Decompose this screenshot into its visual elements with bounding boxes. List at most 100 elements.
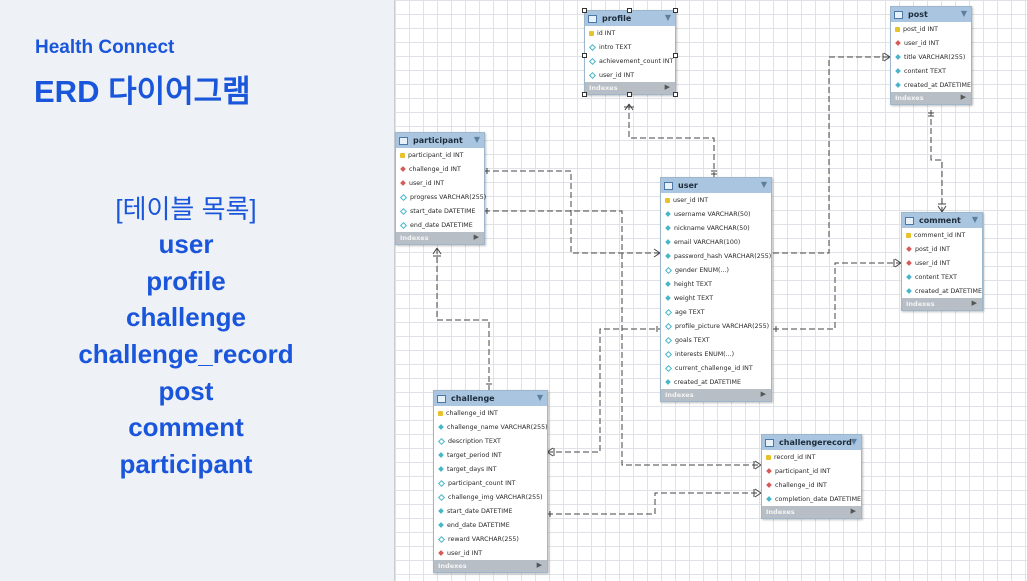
column-row[interactable]: content TEXT	[902, 270, 982, 284]
column-row[interactable]: current_challenge_id INT	[661, 361, 771, 375]
column-row[interactable]: challenge_name VARCHAR(255)	[434, 420, 548, 434]
column-row[interactable]: content TEXT	[891, 64, 971, 78]
column-row[interactable]: start_date DATETIME	[434, 504, 547, 518]
column-row[interactable]: interests ENUM(...)	[661, 347, 771, 361]
column-row[interactable]: participant_count INT	[434, 476, 547, 490]
column-row[interactable]: challenge_id INT	[762, 478, 861, 492]
column-row[interactable]: participant_id INT	[762, 464, 861, 478]
column-row[interactable]: user_id INT	[396, 176, 484, 190]
selection-handle[interactable]	[673, 53, 678, 58]
column-row[interactable]: user_id INT	[585, 68, 675, 82]
column-row[interactable]: target_period INT	[434, 448, 547, 462]
column-row[interactable]: target_days INT	[434, 462, 547, 476]
expand-arrow-icon[interactable]: ▶	[971, 299, 977, 307]
table-header[interactable]: user▼	[661, 178, 771, 193]
column-row[interactable]: start_date DATETIME	[396, 204, 484, 218]
indexes-footer[interactable]: Indexes▶	[891, 92, 971, 104]
column-row[interactable]: created_at DATETIME	[891, 78, 971, 92]
crowfoot-icon	[711, 170, 717, 175]
column-row[interactable]: title VARCHAR(255)	[891, 50, 971, 64]
column-row[interactable]: participant_id INT	[396, 148, 484, 162]
table-header[interactable]: comment▼	[902, 213, 982, 228]
chevron-down-icon[interactable]: ▼	[850, 437, 857, 446]
selection-handle[interactable]	[673, 92, 678, 97]
chevron-down-icon[interactable]: ▼	[960, 9, 967, 18]
chevron-down-icon[interactable]: ▼	[664, 13, 671, 22]
selection-handle[interactable]	[582, 8, 587, 13]
column-row[interactable]: goals TEXT	[661, 333, 771, 347]
selection-handle[interactable]	[582, 92, 587, 97]
column-label: start_date DATETIME	[447, 507, 513, 515]
column-row[interactable]: user_id INT	[902, 256, 982, 270]
column-row[interactable]: reward VARCHAR(255)	[434, 532, 547, 546]
column-row[interactable]: record_id INT	[762, 450, 861, 464]
selection-handle[interactable]	[627, 92, 632, 97]
column-row[interactable]: achievement_count INT	[585, 54, 675, 68]
expand-arrow-icon[interactable]: ▶	[760, 390, 766, 398]
column-icon	[437, 493, 446, 501]
indexes-footer[interactable]: Indexes▶	[762, 506, 861, 518]
column-row[interactable]: height TEXT	[661, 277, 771, 291]
table-challenge[interactable]: challenge▼ challenge_id INT challenge_na…	[433, 390, 548, 573]
chevron-down-icon[interactable]: ▼	[536, 393, 543, 402]
expand-arrow-icon[interactable]: ▶	[960, 93, 966, 101]
table-header[interactable]: profile▼	[585, 11, 675, 26]
indexes-footer[interactable]: Indexes▶	[902, 298, 982, 310]
column-row[interactable]: challenge_id INT	[434, 406, 547, 420]
column-row[interactable]: email VARCHAR(100)	[661, 235, 771, 249]
table-challengerecord[interactable]: challengerecord▼ record_id INT participa…	[761, 434, 862, 519]
chevron-down-icon[interactable]: ▼	[760, 180, 767, 189]
indexes-footer[interactable]: Indexes▶	[396, 232, 484, 244]
column-row[interactable]: challenge_img VARCHAR(255)	[434, 490, 547, 504]
table-comment[interactable]: comment▼ comment_id INT post_id INT user…	[901, 212, 983, 311]
expand-arrow-icon[interactable]: ▶	[536, 561, 542, 569]
column-row[interactable]: comment_id INT	[902, 228, 982, 242]
expand-arrow-icon[interactable]: ▶	[850, 507, 856, 515]
column-row[interactable]: nickname VARCHAR(50)	[661, 221, 771, 235]
indexes-footer[interactable]: Indexes▶	[434, 560, 547, 572]
column-row[interactable]: progress VARCHAR(255)	[396, 190, 486, 204]
expand-arrow-icon[interactable]: ▶	[664, 83, 670, 91]
column-row[interactable]: description TEXT	[434, 434, 547, 448]
column-row[interactable]: post_id INT	[902, 242, 982, 256]
table-header[interactable]: post▼	[891, 7, 971, 22]
column-row[interactable]: age TEXT	[661, 305, 771, 319]
rel-challenge-user	[547, 328, 660, 453]
column-row[interactable]: id INT	[585, 26, 675, 40]
table-participant[interactable]: participant▼ participant_id INT challeng…	[395, 132, 486, 245]
chevron-down-icon[interactable]: ▼	[473, 135, 480, 144]
selection-handle[interactable]	[627, 8, 632, 13]
expand-arrow-icon[interactable]: ▶	[473, 233, 479, 241]
column-row[interactable]: post_id INT	[891, 22, 971, 36]
column-row[interactable]: gender ENUM(...)	[661, 263, 771, 277]
table-user[interactable]: user▼ user_id INT username VARCHAR(50) n…	[660, 177, 772, 402]
column-row[interactable]: created_at DATETIME	[902, 284, 982, 298]
foreign-key-icon	[906, 260, 912, 266]
indexes-footer[interactable]: Indexes▶	[585, 82, 675, 94]
column-row[interactable]: challenge_id INT	[396, 162, 484, 176]
column-row[interactable]: intro TEXT	[585, 40, 675, 54]
table-header[interactable]: challengerecord▼	[762, 435, 861, 450]
column-row[interactable]: end_date DATETIME	[396, 218, 484, 232]
selection-handle[interactable]	[582, 53, 587, 58]
column-icon	[895, 82, 901, 88]
column-row[interactable]: end_date DATETIME	[434, 518, 547, 532]
column-row[interactable]: profile_picture VARCHAR(255)	[661, 319, 771, 333]
column-row[interactable]: weight TEXT	[661, 291, 771, 305]
column-row[interactable]: completion_date DATETIME	[762, 492, 861, 506]
table-post[interactable]: post▼ post_id INT user_id INT title VARC…	[890, 6, 972, 105]
column-row[interactable]: password_hash VARCHAR(255)	[661, 249, 771, 263]
column-row[interactable]: user_id INT	[661, 193, 771, 207]
table-header[interactable]: participant▼	[396, 133, 484, 148]
column-row[interactable]: user_id INT	[434, 546, 547, 560]
table-header[interactable]: challenge▼	[434, 391, 547, 406]
indexes-footer[interactable]: Indexes▶	[661, 389, 771, 401]
column-label: reward VARCHAR(255)	[448, 535, 519, 543]
chevron-down-icon[interactable]: ▼	[971, 215, 978, 224]
selection-handle[interactable]	[673, 8, 678, 13]
table-profile[interactable]: profile▼ id INT intro TEXT achievement_c…	[582, 8, 678, 97]
column-row[interactable]: user_id INT	[891, 36, 971, 50]
column-row[interactable]: created_at DATETIME	[661, 375, 771, 389]
column-row[interactable]: username VARCHAR(50)	[661, 207, 771, 221]
crowfoot-icon	[624, 103, 634, 111]
